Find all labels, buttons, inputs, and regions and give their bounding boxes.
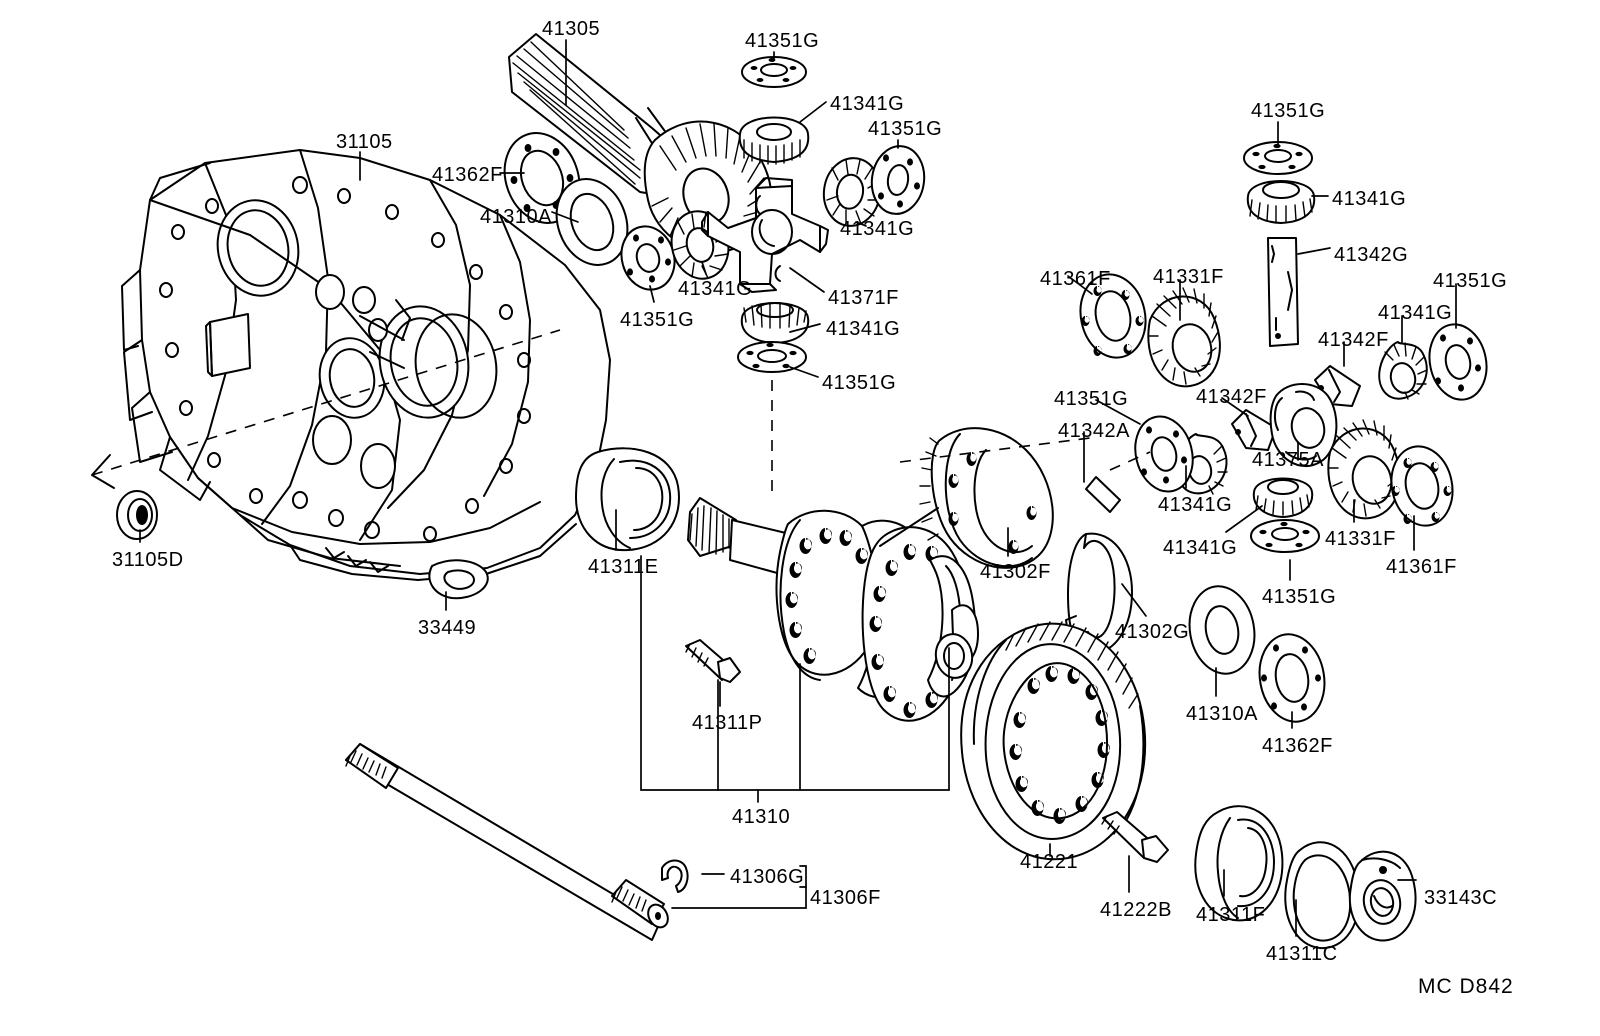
part-label-41302f: 41302F xyxy=(980,561,1051,583)
side-gear-washer-upper-drawing xyxy=(1079,273,1147,359)
part-label-41311c: 41311C xyxy=(1266,943,1338,965)
ring-gear-drawing xyxy=(960,621,1147,861)
part-label-41331f-upper: 41331F xyxy=(1153,266,1224,288)
differential-carrier-drawing xyxy=(687,497,979,722)
pinion-shaft-short-left-drawing xyxy=(1231,409,1277,451)
part-label-41375a: 41375A xyxy=(1252,449,1324,471)
pinion-bevel-gear-right-top-drawing xyxy=(1246,180,1316,224)
part-label-41342f-left: 41342F xyxy=(1196,386,1267,408)
differential-case-cover-drawing xyxy=(879,427,1054,569)
part-label-41342a: 41342A xyxy=(1058,420,1130,442)
part-label-41341g-lower-right: 41341G xyxy=(1163,537,1238,559)
pin-centerline xyxy=(1109,451,1151,471)
part-label-41342g: 41342G xyxy=(1334,244,1409,266)
axle-shaft-drawing xyxy=(345,743,669,941)
part-label-41351g-top: 41351G xyxy=(745,30,820,52)
part-label-41311p: 41311P xyxy=(692,712,763,734)
speedometer-gear-housing-drawing xyxy=(1348,850,1417,942)
diagram-watermark: MC D842 xyxy=(1418,975,1514,998)
leader-lines xyxy=(139,39,1457,937)
part-label-41361f-upper: 41361F xyxy=(1040,268,1111,290)
part-label-41341g-far-right: 41341G xyxy=(1378,302,1453,324)
part-label-41351g-mid: 41351G xyxy=(1054,388,1129,410)
thrust-washer-plate-right-drawing xyxy=(1258,633,1326,723)
part-label-41341g-right-top: 41341G xyxy=(1332,188,1407,210)
part-label-41305: 41305 xyxy=(542,18,601,40)
part-label-41331f-lower: 41331F xyxy=(1325,528,1396,550)
axle-snap-ring-drawing xyxy=(661,859,689,893)
pinion-shaft-pin-drawing xyxy=(1085,476,1121,513)
differential-thrust-washer-right-drawing xyxy=(1188,585,1256,675)
pinion-bevel-gear-far-right-drawing xyxy=(1378,341,1428,400)
part-label-41371f: 41371F xyxy=(828,287,899,309)
part-label-31105d: 31105D xyxy=(112,549,184,571)
axle-assembly-bracket xyxy=(671,865,807,909)
part-label-41221: 41221 xyxy=(1020,851,1079,873)
part-label-41341g-center: 41341G xyxy=(840,218,915,240)
part-label-41306f: 41306F xyxy=(810,887,881,909)
part-label-41362f-left: 41362F xyxy=(432,164,503,186)
part-label-41310a-left: 41310A xyxy=(480,206,552,228)
side-gear-washer-lower-drawing xyxy=(1390,445,1454,527)
pinion-washer-gear-left-drawing xyxy=(620,210,730,291)
part-label-41361f-lower: 41361F xyxy=(1386,556,1457,578)
part-label-41222b: 41222B xyxy=(1100,899,1172,921)
part-label-33449: 33449 xyxy=(418,617,477,639)
side-bevel-gear-upper-drawing xyxy=(1147,287,1221,388)
pinion-washer-center-right-drawing xyxy=(870,145,926,215)
pinion-shaft-long-drawing xyxy=(1267,237,1299,347)
part-label-33143c: 33143C xyxy=(1424,887,1498,909)
pinion-washer-below-drawing xyxy=(737,341,807,373)
part-label-41341g-lower-center: 41341G xyxy=(826,318,901,340)
part-label-41341g-mid-right: 41341G xyxy=(1158,494,1233,516)
differential-spider-drawing xyxy=(701,177,829,293)
part-label-41310: 41310 xyxy=(732,806,791,828)
part-label-41342f-right: 41342F xyxy=(1318,329,1389,351)
side-bevel-gear-lower-drawing xyxy=(1327,419,1401,520)
differential-thrust-washer-left-drawing xyxy=(555,178,629,266)
part-label-41351g-right-top: 41351G xyxy=(1251,100,1326,122)
part-label-41311e: 41311E xyxy=(588,556,659,578)
pinion-washer-top-drawing xyxy=(741,56,807,88)
pinion-bevel-gear-below-drawing xyxy=(740,302,810,344)
part-label-41306g: 41306G xyxy=(730,866,805,888)
part-label-31105: 31105 xyxy=(336,131,393,153)
pinion-washer-far-right-drawing xyxy=(1428,323,1488,401)
part-label-41341g-left: 41341G xyxy=(678,278,753,300)
carrier-bolt-drawing xyxy=(685,639,741,683)
part-label-41351g-far-right: 41351G xyxy=(1433,270,1508,292)
transaxle-case-drawing xyxy=(91,149,611,581)
part-label-41310a-right: 41310A xyxy=(1186,703,1258,725)
pinion-washer-mid-drawing xyxy=(1134,415,1194,493)
differential-taper-bearing-drawing xyxy=(575,447,680,552)
part-label-41341g-top: 41341G xyxy=(830,93,905,115)
differential-bearing-drawing xyxy=(1194,805,1284,922)
case-oil-seal-drawing xyxy=(116,490,158,540)
pinion-bevel-gear-top-drawing xyxy=(738,116,810,165)
ring-gear-bolt-drawing xyxy=(1101,811,1169,863)
part-label-41351g-upper-right: 41351G xyxy=(868,118,943,140)
part-label-41311f: 41311F xyxy=(1196,904,1266,926)
part-label-41302g: 41302G xyxy=(1115,621,1190,643)
part-label-41351g-left: 41351G xyxy=(620,309,695,331)
differential-bearing-race-drawing xyxy=(1284,841,1361,950)
part-label-41351g-bottom-right: 41351G xyxy=(1262,586,1337,608)
part-label-41351g-lower-center: 41351G xyxy=(822,372,897,394)
pinion-bevel-gear-bottom-right-drawing xyxy=(1252,477,1314,518)
pinion-washer-right-top-drawing xyxy=(1243,141,1313,175)
part-label-41362f-right: 41362F xyxy=(1262,735,1333,757)
case-gasket-plate-drawing xyxy=(428,559,489,600)
center-diff-block-drawing xyxy=(1269,383,1338,468)
carrier-group-bracket xyxy=(640,555,950,803)
pinion-washer-bottom-right-drawing xyxy=(1250,519,1320,553)
